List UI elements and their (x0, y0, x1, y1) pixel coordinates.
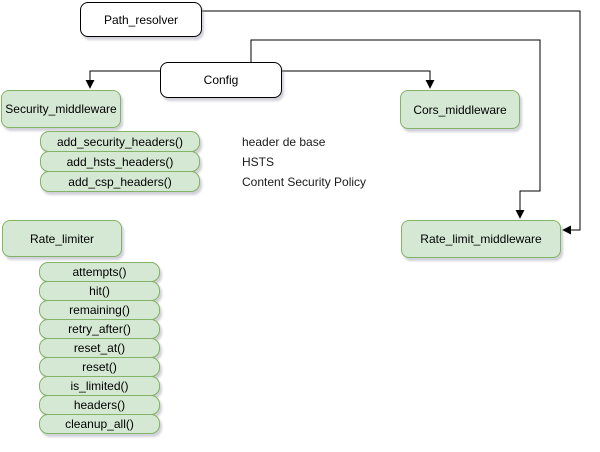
method-retry-after[interactable]: retry_after() (39, 319, 160, 339)
method-label: hit() (89, 284, 110, 298)
method-label: reset_at() (73, 341, 126, 355)
method-label: cleanup_all() (65, 417, 134, 431)
method-is-limited[interactable]: is_limited() (39, 376, 160, 396)
node-rate-limit-middleware-label: Rate_limit_middleware (420, 232, 542, 246)
method-label: remaining() (69, 303, 130, 317)
security-method-stack: add_security_headers() add_hsts_headers(… (40, 131, 200, 192)
node-cors-middleware-label: Cors_middleware (413, 102, 507, 117)
method-label: add_hsts_headers() (66, 154, 174, 169)
node-rate-limiter-label: Rate_limiter (29, 231, 95, 246)
method-add-csp-headers[interactable]: add_csp_headers() (40, 171, 200, 192)
method-reset-at[interactable]: reset_at() (39, 338, 160, 358)
method-add-hsts-headers[interactable]: add_hsts_headers() (40, 151, 200, 172)
method-label: is_limited() (70, 379, 129, 393)
method-label: retry_after() (68, 322, 131, 336)
method-label: headers() (73, 398, 126, 412)
node-config[interactable]: Config (160, 62, 282, 98)
node-path-resolver[interactable]: Path_resolver (80, 2, 202, 37)
method-cleanup-all[interactable]: cleanup_all() (39, 414, 160, 434)
method-label: add_security_headers() (56, 134, 184, 149)
method-add-security-headers[interactable]: add_security_headers() (40, 131, 200, 152)
method-label: attempts() (72, 265, 127, 279)
method-label: add_csp_headers() (68, 174, 172, 189)
node-security-middleware-label: Security_middleware (5, 102, 117, 116)
annotation-content-security-policy: Content Security Policy (242, 174, 367, 189)
connector-config-to-security-middleware (85, 70, 160, 89)
method-label: reset() (82, 360, 117, 374)
annotation-hsts: HSTS (242, 154, 275, 169)
annotation-header-de-base: header de base (242, 134, 326, 149)
security-annotations: header de base HSTS Content Security Pol… (242, 131, 366, 192)
node-config-label: Config (203, 73, 239, 87)
node-rate-limit-middleware[interactable]: Rate_limit_middleware (401, 220, 561, 258)
connector-path-resolver-to-rate-limit-middleware (202, 10, 581, 235)
method-attempts[interactable]: attempts() (39, 262, 160, 282)
connector-config-to-rate-limit-middleware (250, 39, 541, 219)
method-remaining[interactable]: remaining() (39, 300, 160, 320)
method-hit[interactable]: hit() (39, 281, 160, 301)
connector-config-to-cors-middleware (282, 70, 435, 89)
method-headers[interactable]: headers() (39, 395, 160, 415)
node-security-middleware[interactable]: Security_middleware (1, 90, 121, 128)
rate-limiter-method-stack: attempts() hit() remaining() retry_after… (39, 262, 160, 434)
node-cors-middleware[interactable]: Cors_middleware (400, 90, 520, 129)
node-path-resolver-label: Path_resolver (103, 12, 179, 27)
method-reset[interactable]: reset() (39, 357, 160, 377)
node-rate-limiter[interactable]: Rate_limiter (2, 220, 122, 257)
